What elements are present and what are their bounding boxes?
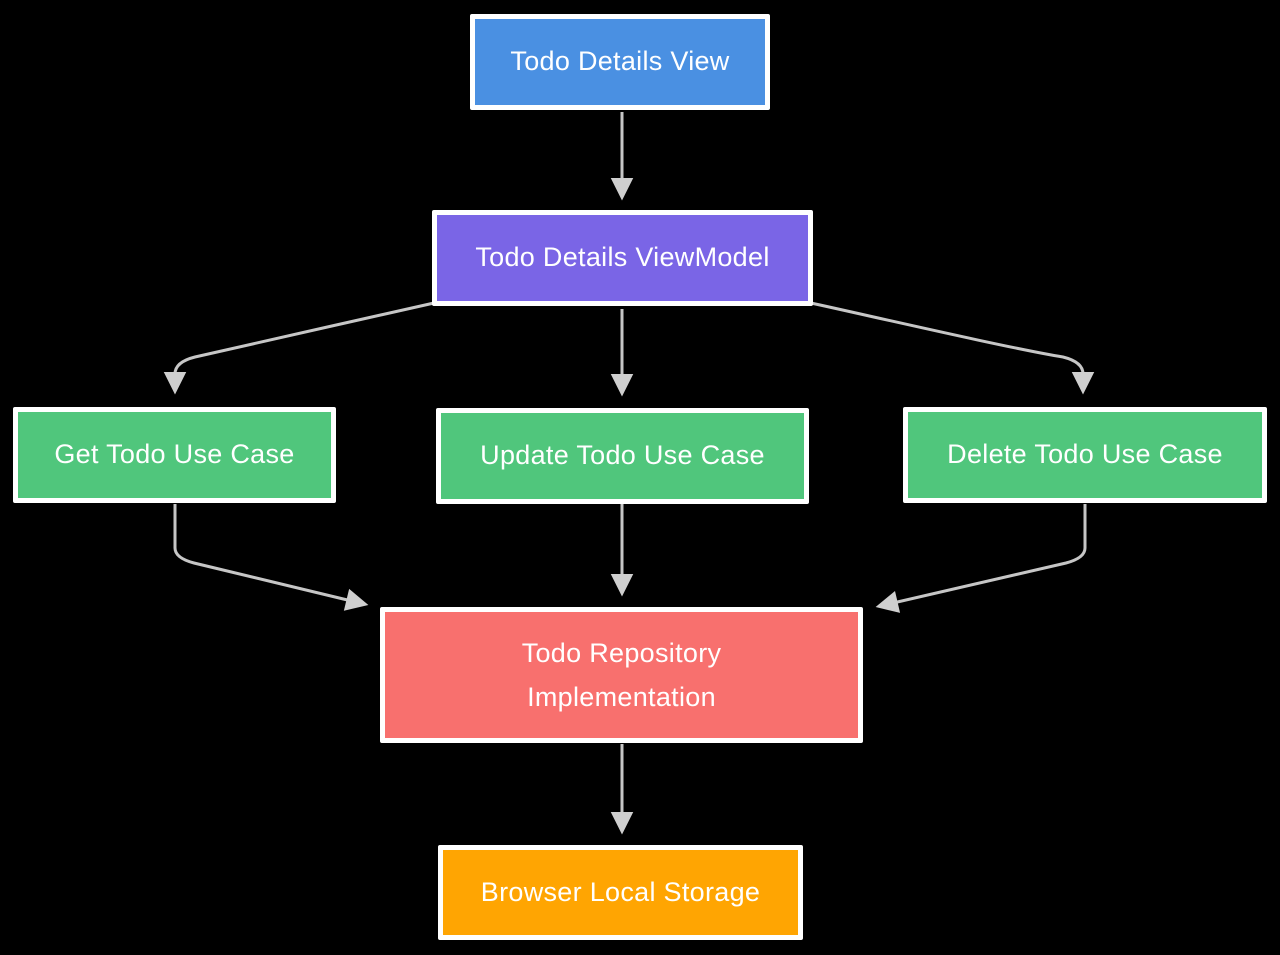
node-label-line-1: Todo Repository (521, 638, 722, 668)
node-label: Todo Details View (510, 46, 730, 77)
node-label: Browser Local Storage (480, 876, 761, 907)
node-todo-repository-implementation: Todo Repository Implementation (380, 607, 863, 743)
node-update-todo-use-case: Update Todo Use Case (436, 408, 809, 504)
node-label: Delete Todo Use Case (947, 439, 1223, 470)
node-label: Todo Details ViewModel (475, 242, 770, 273)
node-browser-local-storage: Browser Local Storage (438, 845, 803, 940)
node-todo-details-viewmodel: Todo Details ViewModel (432, 210, 813, 306)
edge-viewmodel-to-get (163, 301, 435, 395)
node-label: Update Todo Use Case (480, 440, 765, 471)
node-get-todo-use-case: Get Todo Use Case (13, 407, 336, 503)
node-label: Get Todo Use Case (54, 439, 295, 470)
edge-get-to-repo (173, 504, 369, 611)
edge-delete-to-repo (875, 504, 1087, 613)
node-todo-details-view: Todo Details View (470, 14, 770, 110)
edge-viewmodel-to-delete (810, 301, 1095, 395)
node-label-line-2: Implementation (527, 682, 716, 712)
node-delete-todo-use-case: Delete Todo Use Case (903, 407, 1267, 503)
